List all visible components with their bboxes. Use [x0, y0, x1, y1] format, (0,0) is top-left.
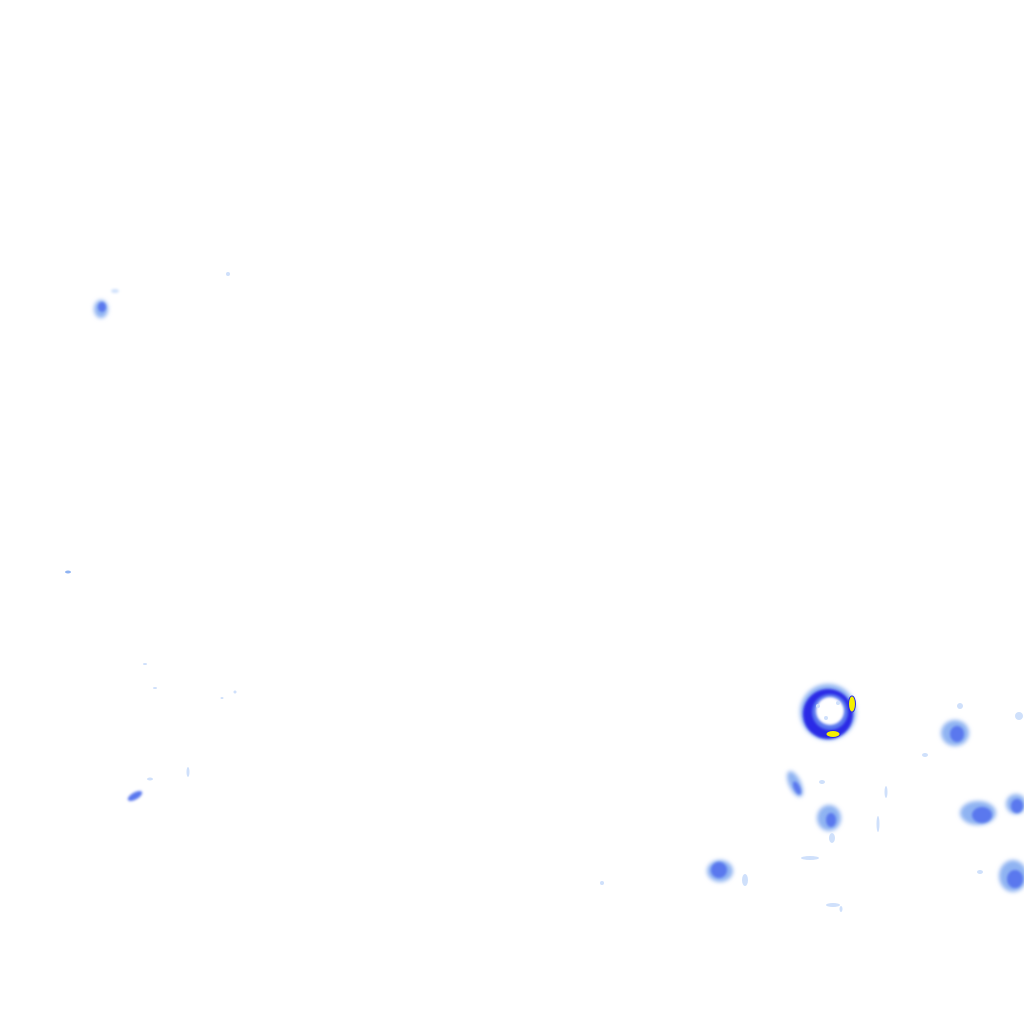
echo-cell-northwest: [94, 272, 230, 318]
echo-cell-center-south: [600, 881, 604, 885]
echo-cell-southeast: [786, 771, 888, 912]
echo-cell-east: [922, 703, 1023, 757]
echo-specks-west: [65, 570, 237, 777]
echo-cell-ring: [800, 684, 856, 740]
echo-cell-south: [707, 860, 748, 886]
echo-cell-west-streak: [127, 777, 153, 802]
echo-cell-far-east: [960, 794, 1024, 892]
